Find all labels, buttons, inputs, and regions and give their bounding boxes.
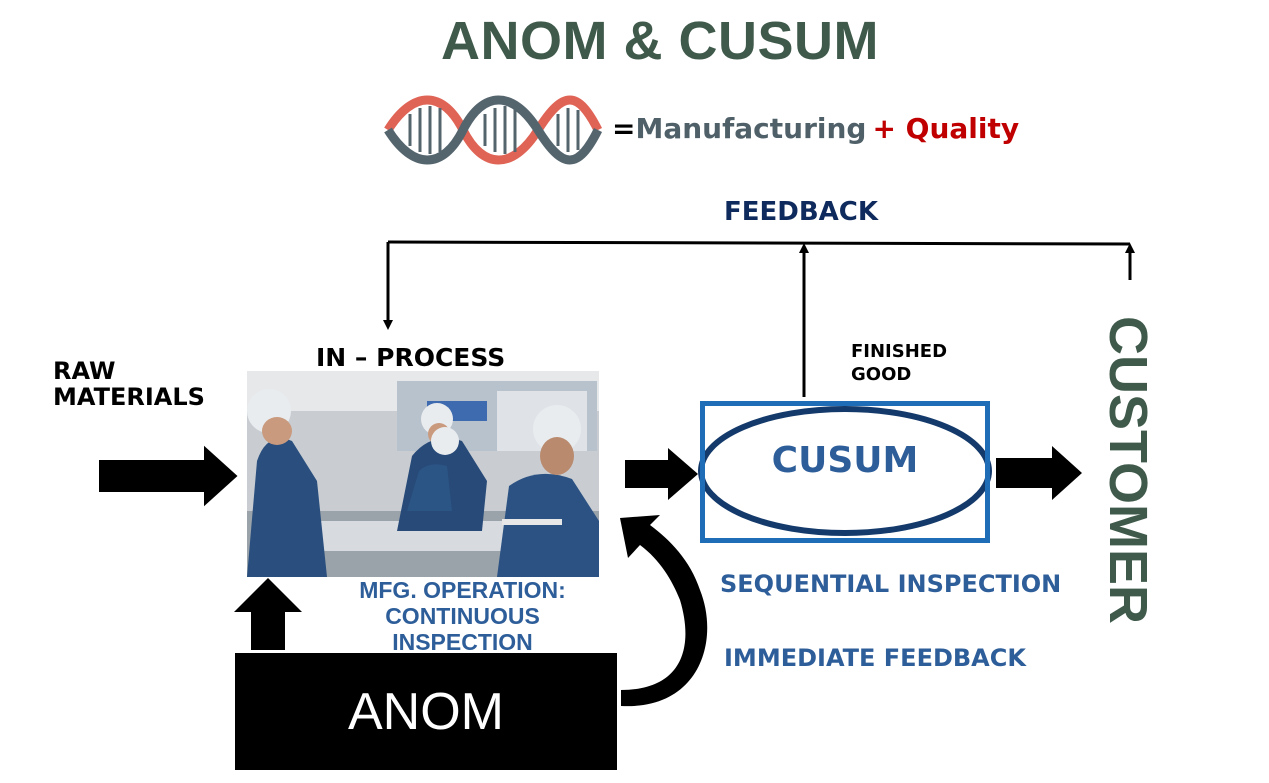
raw-materials-line-2: MATERIALS [53, 383, 205, 411]
customer-label: CUSTOMER [1098, 315, 1158, 625]
sequential-inspection-label: SEQUENTIAL INSPECTION [720, 570, 1062, 598]
mfg-operation-line-1: MFG. OPERATION: [359, 577, 566, 603]
feedback-label: FEEDBACK [724, 197, 879, 227]
immediate-feedback-label: IMMEDIATE FEEDBACK [724, 644, 1026, 672]
process-to-cusum-arrow [625, 448, 698, 500]
finished-good-line-2: GOOD [851, 364, 912, 385]
in-process-label: IN – PROCESS [316, 343, 506, 372]
equals-sign: = [612, 112, 636, 145]
equation-line: =Manufacturing+ Quality [612, 112, 1019, 145]
manufacturing-text: Manufacturing [635, 112, 867, 145]
anom-up-arrow [234, 578, 302, 650]
feedback-loop [383, 240, 1135, 397]
raw-materials-label: RAW MATERIALS [53, 358, 205, 410]
finished-good-label: FINISHED GOOD [851, 340, 947, 386]
raw-materials-line-1: RAW [53, 357, 116, 385]
mfg-operation-label: MFG. OPERATION: CONTINUOUS INSPECTION [330, 577, 595, 655]
cusum-label: CUSUM [771, 440, 919, 481]
mfg-operation-line-2: CONTINUOUS [385, 603, 540, 629]
cusum-to-customer-arrow [996, 446, 1082, 500]
immediate-feedback-arrow [620, 515, 708, 707]
cusum-box [700, 401, 990, 543]
page-title: ANOM & CUSUM [441, 11, 879, 71]
quality-text: + Quality [872, 112, 1020, 145]
finished-good-line-1: FINISHED [851, 341, 948, 362]
cleanroom-workers-photo [247, 371, 599, 577]
raw-materials-arrow [99, 445, 238, 507]
mfg-operation-line-3: INSPECTION [392, 629, 533, 655]
anom-box: ANOM [235, 653, 617, 770]
anom-label: ANOM [348, 682, 504, 741]
